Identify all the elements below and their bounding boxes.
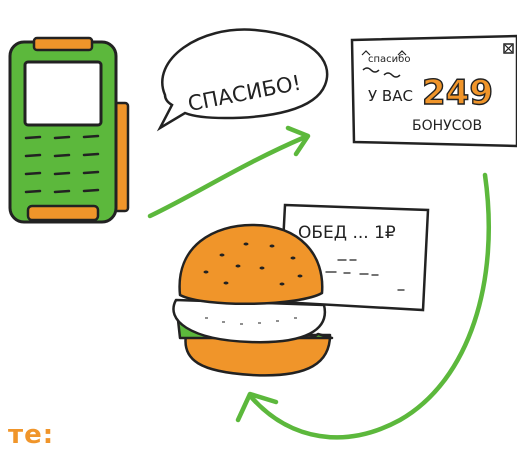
bonus-receipt: спасибо У ВАС 249 БОНУСОВ xyxy=(352,36,517,146)
receipt-suffix: БОНУСОВ xyxy=(412,118,482,134)
receipt-stamp-text: спасибо xyxy=(368,54,410,65)
payment-terminal-icon xyxy=(10,38,128,222)
arrow-to-receipt xyxy=(150,137,305,216)
footer-heading-fragment: те: xyxy=(8,420,54,450)
lunch-ticket-text: ОБЕД ... 1₽ xyxy=(298,223,396,243)
receipt-prefix: У ВАС xyxy=(368,87,413,105)
receipt-bonus-amount: 249 xyxy=(422,73,493,113)
speech-bubble: СПАСИБО! xyxy=(160,30,327,128)
